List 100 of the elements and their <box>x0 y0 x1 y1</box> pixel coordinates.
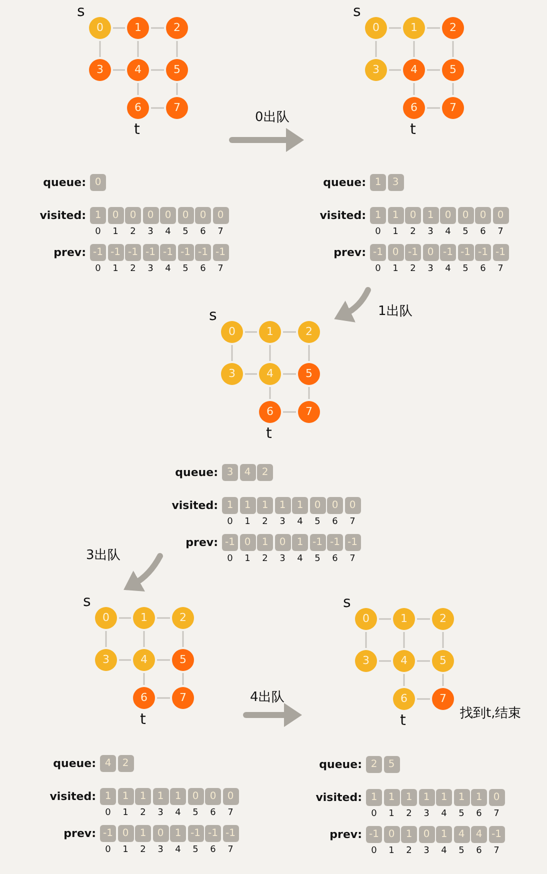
graph-edge <box>182 631 184 647</box>
array-cell: 1 <box>454 789 470 806</box>
index-number: 2 <box>405 846 413 857</box>
graph-vertex: 4 <box>127 59 149 81</box>
graph-vertex: 1 <box>393 608 415 630</box>
row-label: prev: <box>184 535 218 551</box>
graph-edge <box>143 631 145 647</box>
graph-edge <box>379 660 391 662</box>
step-label: 1出队 <box>378 304 412 320</box>
array-cell: -1 <box>205 825 221 842</box>
graph-edge <box>283 331 296 333</box>
array-cell: 1 <box>170 825 186 842</box>
index-number: 0 <box>104 808 112 819</box>
array-cell: -1 <box>222 534 238 551</box>
array-cell: 1 <box>257 534 273 551</box>
index-number: 1 <box>392 264 400 275</box>
graph-vertex: 5 <box>442 59 464 81</box>
graph-edge <box>151 27 164 29</box>
graph-edge <box>283 373 296 375</box>
array-cell: 0 <box>405 207 421 224</box>
graph-edge <box>105 631 107 647</box>
row-label: queue: <box>318 757 362 773</box>
vertex-label: s <box>83 593 91 609</box>
array-cell: -1 <box>488 826 504 843</box>
index-number: 0 <box>374 264 382 275</box>
graph-edge <box>413 41 415 57</box>
graph-vertex: 4 <box>393 650 415 672</box>
graph-vertex: 6 <box>127 97 149 119</box>
index-number: 3 <box>146 264 154 275</box>
index-number: 0 <box>374 227 382 238</box>
index-number: 5 <box>314 517 322 528</box>
graph-edge <box>389 69 401 71</box>
graph-edge <box>417 660 430 662</box>
row-label: visited: <box>38 208 86 224</box>
vertex-label: s <box>353 3 361 19</box>
graph-vertex: 2 <box>432 608 454 630</box>
index-number: 6 <box>475 846 483 857</box>
vertex-label: t <box>140 711 146 727</box>
index-number: 7 <box>492 846 500 857</box>
array-cell: -1 <box>222 825 238 842</box>
graph-vertex: 5 <box>432 650 454 672</box>
array-cell: 1 <box>292 497 308 514</box>
graph-vertex: 3 <box>89 59 111 81</box>
graph-edge <box>157 697 170 699</box>
index-number: 2 <box>261 517 269 528</box>
array-cell: 0 <box>240 534 256 551</box>
index-number: 3 <box>422 846 430 857</box>
array-cell: -1 <box>195 244 211 261</box>
array-cell: -1 <box>212 244 228 261</box>
vertex-label: t <box>134 121 140 137</box>
index-number: 2 <box>409 264 417 275</box>
graph-vertex: 5 <box>298 363 320 385</box>
array-cell: 0 <box>440 207 456 224</box>
row-label: queue: <box>322 175 366 191</box>
array-cell: 4 <box>471 826 487 843</box>
graph-vertex: 4 <box>403 59 425 81</box>
graph-edge <box>143 673 145 685</box>
graph-edge <box>182 673 184 685</box>
array-cell: -1 <box>366 826 382 843</box>
array-cell: 2 <box>118 755 134 772</box>
graph-edge <box>151 69 164 71</box>
graph-vertex: 1 <box>127 17 149 39</box>
index-number: 3 <box>426 264 434 275</box>
index-number: 3 <box>278 517 286 528</box>
graph-vertex: 3 <box>365 59 387 81</box>
index-number: 3 <box>156 845 164 856</box>
array-cell: -1 <box>310 534 326 551</box>
index-number: 4 <box>174 845 182 856</box>
array-cell: 0 <box>344 497 360 514</box>
row-label: prev: <box>328 827 362 843</box>
index-number: 1 <box>392 227 400 238</box>
index-number: 1 <box>244 554 252 565</box>
graph-edge <box>137 83 139 95</box>
graph-vertex: 3 <box>95 649 117 671</box>
array-cell: 0 <box>422 244 438 261</box>
graph-vertex: 5 <box>172 649 194 671</box>
index-number: 4 <box>164 264 172 275</box>
array-cell: 2 <box>257 464 273 481</box>
array-cell: 1 <box>118 788 134 805</box>
graph-edge <box>176 83 178 95</box>
graph-edge <box>417 698 430 700</box>
index-number: 4 <box>444 264 452 275</box>
graph-vertex: 4 <box>133 649 155 671</box>
graph-edge <box>113 27 125 29</box>
array-cell: -1 <box>100 825 116 842</box>
row-label: prev: <box>52 245 86 261</box>
array-cell: -1 <box>108 244 124 261</box>
graph-vertex: 7 <box>298 401 320 423</box>
array-cell: -1 <box>188 825 204 842</box>
index-number: 7 <box>216 227 224 238</box>
graph-edge <box>403 674 405 686</box>
array-cell: 1 <box>135 788 151 805</box>
array-cell: 1 <box>384 789 400 806</box>
index-number: 2 <box>409 227 417 238</box>
graph-edge <box>403 632 405 648</box>
graph-edge <box>113 69 125 71</box>
index-number: 3 <box>426 227 434 238</box>
graph-vertex: 2 <box>298 321 320 343</box>
index-number: 7 <box>226 808 234 819</box>
index-number: 3 <box>156 808 164 819</box>
